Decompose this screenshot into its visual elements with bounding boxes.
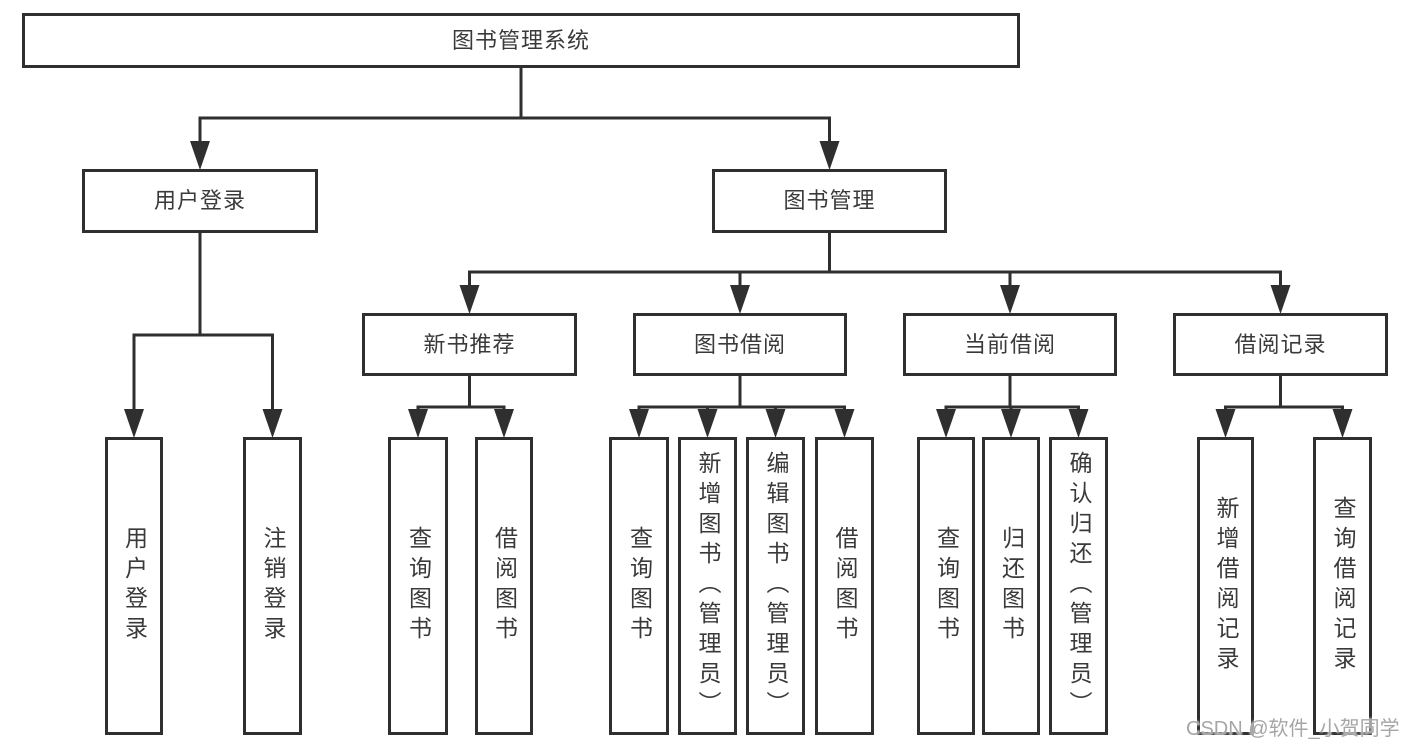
arrowhead-down-icon bbox=[1332, 409, 1353, 438]
diagram-node-label: 查询图书 bbox=[626, 526, 653, 646]
diagram-node-label: 编辑图书（管理员） bbox=[763, 451, 789, 721]
diagram-node-query-book-3: 查询图书 bbox=[917, 437, 975, 735]
diagram-node-label: 借阅图书 bbox=[491, 526, 518, 646]
diagram-node-label: 新书推荐 bbox=[423, 331, 516, 357]
diagram-node-label: 借阅记录 bbox=[1234, 331, 1327, 357]
arrowhead-down-icon bbox=[936, 409, 956, 438]
arrowhead-down-icon bbox=[697, 409, 718, 438]
diagram-node-label: 查询借阅记录 bbox=[1330, 496, 1356, 676]
arrowhead-down-icon bbox=[1270, 285, 1291, 314]
diagram-node-confirm-return: 确认归还（管理员） bbox=[1049, 437, 1108, 735]
diagram-node-label: 查询图书 bbox=[405, 526, 432, 646]
diagram-node-book-mgmt: 图书管理 bbox=[712, 169, 947, 233]
diagram-node-add-borrow-record: 新增借阅记录 bbox=[1197, 437, 1254, 735]
arrowhead-down-icon bbox=[408, 409, 428, 438]
arrowhead-down-icon bbox=[819, 141, 840, 170]
diagram-node-label: 确认归还（管理员） bbox=[1066, 451, 1092, 721]
diagram-node-label: 图书借阅 bbox=[693, 331, 786, 357]
diagram-node-new-book-rec: 新书推荐 bbox=[362, 313, 577, 376]
diagram-node-label: 图书管理 bbox=[783, 188, 876, 213]
diagram-node-label: 注销登录 bbox=[260, 526, 286, 646]
diagram-node-user-login: 用户登录 bbox=[82, 169, 318, 233]
diagram-node-borrow-book-1: 借阅图书 bbox=[475, 437, 533, 735]
arrowhead-down-icon bbox=[459, 285, 480, 314]
diagram-node-label: 查询图书 bbox=[933, 526, 960, 646]
arrowhead-down-icon bbox=[765, 409, 786, 438]
diagram-node-add-book: 新增图书（管理员） bbox=[678, 437, 737, 735]
diagram-node-logout: 注销登录 bbox=[243, 437, 302, 735]
diagram-node-edit-book: 编辑图书（管理员） bbox=[746, 437, 805, 735]
arrowhead-down-icon bbox=[1215, 409, 1236, 438]
diagram-node-borrow-book-2: 借阅图书 bbox=[815, 437, 874, 735]
arrowhead-down-icon bbox=[730, 285, 750, 314]
diagram-node-label: 归还图书 bbox=[998, 526, 1025, 646]
arrowhead-down-icon bbox=[494, 409, 514, 438]
diagram-node-query-borrow-record: 查询借阅记录 bbox=[1313, 437, 1372, 735]
diagram-node-label: 新增借阅记录 bbox=[1213, 496, 1239, 676]
arrowhead-down-icon bbox=[124, 409, 144, 438]
diagram-node-label: 借阅图书 bbox=[832, 526, 858, 646]
diagram-node-label: 当前借阅 bbox=[963, 331, 1056, 357]
diagram-node-return-book: 归还图书 bbox=[982, 437, 1040, 735]
arrowhead-down-icon bbox=[629, 409, 649, 438]
diagram-node-root: 图书管理系统 bbox=[22, 13, 1020, 68]
arrowhead-down-icon bbox=[1068, 409, 1089, 438]
diagram-node-query-book-2: 查询图书 bbox=[609, 437, 669, 735]
diagram-node-login: 用户登录 bbox=[105, 437, 163, 735]
diagram-node-borrow-records: 借阅记录 bbox=[1173, 313, 1388, 376]
diagram-node-label: 用户登录 bbox=[121, 526, 148, 646]
arrowhead-down-icon bbox=[262, 409, 283, 438]
arrowhead-down-icon bbox=[834, 409, 855, 438]
watermark-text: CSDN @软件_小贺同学 bbox=[1186, 718, 1400, 740]
arrowhead-down-icon bbox=[1001, 409, 1021, 438]
diagram-node-label: 用户登录 bbox=[153, 188, 246, 213]
arrowhead-down-icon bbox=[1000, 285, 1020, 314]
diagram-node-query-book-1: 查询图书 bbox=[388, 437, 448, 735]
diagram-node-label: 图书管理系统 bbox=[451, 27, 590, 53]
arrowhead-down-icon bbox=[190, 141, 210, 170]
diagram-node-book-borrow: 图书借阅 bbox=[633, 313, 847, 376]
diagram-node-label: 新增图书（管理员） bbox=[695, 451, 721, 721]
diagram-node-current-borrow: 当前借阅 bbox=[903, 313, 1117, 376]
